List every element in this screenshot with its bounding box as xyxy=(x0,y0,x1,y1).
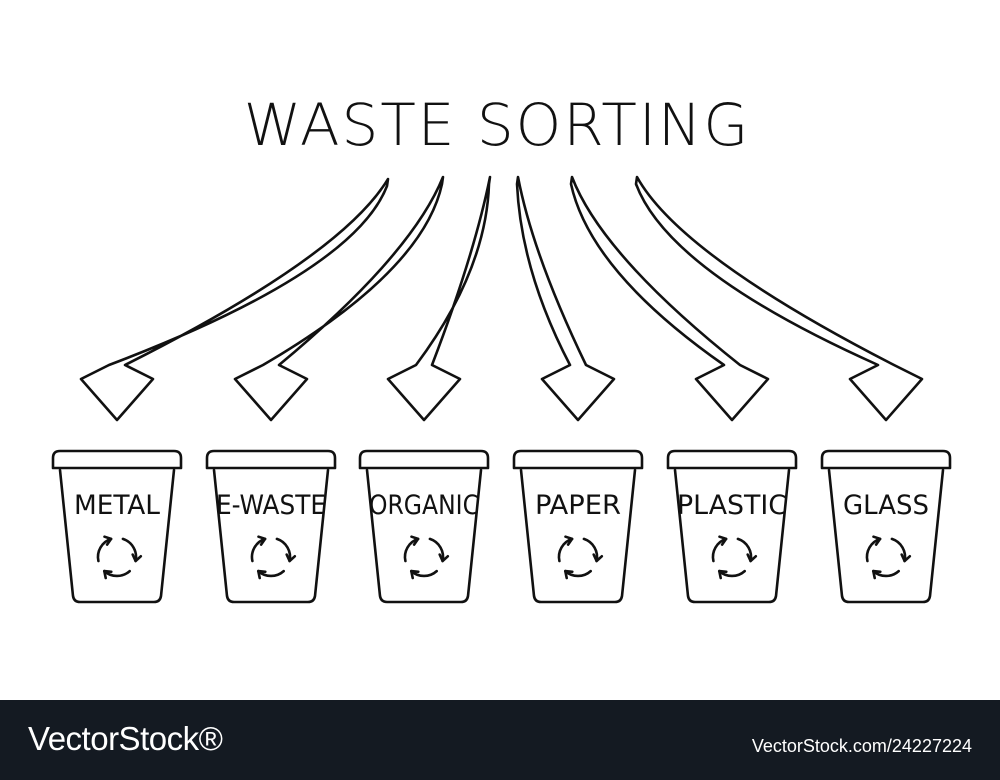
watermark-footer: VectorStock® VectorStock.com/24227224 xyxy=(0,700,1000,780)
bin-label: E-WASTE xyxy=(216,490,326,521)
recycle-icon xyxy=(250,535,297,580)
bin-lid xyxy=(205,449,337,470)
bin-body xyxy=(365,468,483,604)
arrow-metal xyxy=(79,177,390,422)
diagram-title: WASTE SORTING xyxy=(244,91,751,159)
bin-body xyxy=(212,468,330,604)
arrow-plastic xyxy=(569,175,770,422)
bin-plastic: PLASTIC xyxy=(666,449,798,604)
bin-glass: GLASS xyxy=(820,449,952,604)
bin-label: PLASTIC xyxy=(677,490,787,521)
bin-e-waste: E-WASTE xyxy=(205,449,337,604)
footer-credit: VectorStock.com/24227224 xyxy=(751,736,972,756)
bin-label: PAPER xyxy=(535,490,621,521)
recycle-icon xyxy=(865,535,912,580)
bin-lid xyxy=(666,449,798,470)
bin-label: ORGANIC xyxy=(369,490,479,521)
waste-sorting-illustration: WASTE SORTING METAL E-WASTE ORGANIC PAPER PL… xyxy=(51,91,952,604)
bin-body xyxy=(673,468,791,604)
footer-brand: VectorStock® xyxy=(28,720,223,757)
bin-lid xyxy=(820,449,952,470)
bin-body xyxy=(827,468,945,604)
arrow-paper xyxy=(515,175,616,422)
recycle-icon xyxy=(557,535,604,580)
bin-organic: ORGANIC xyxy=(358,449,490,604)
recycle-icon xyxy=(96,535,143,580)
arrow-organic xyxy=(386,175,492,422)
bin-label: METAL xyxy=(74,490,161,521)
arrow-glass xyxy=(634,175,924,422)
bin-paper: PAPER xyxy=(512,449,644,604)
bin-body xyxy=(519,468,637,604)
recycle-icon xyxy=(403,535,450,580)
arrow-e-waste xyxy=(233,175,445,422)
bin-lid xyxy=(512,449,644,470)
bin-metal: METAL xyxy=(51,449,183,604)
bin-lid xyxy=(358,449,490,470)
recycle-icon xyxy=(711,535,758,580)
bins-group: METAL E-WASTE ORGANIC PAPER PLASTIC GLASS xyxy=(51,449,952,604)
bin-label: GLASS xyxy=(843,490,929,521)
arrows-group xyxy=(79,175,924,422)
bin-lid xyxy=(51,449,183,470)
bin-body xyxy=(58,468,176,604)
